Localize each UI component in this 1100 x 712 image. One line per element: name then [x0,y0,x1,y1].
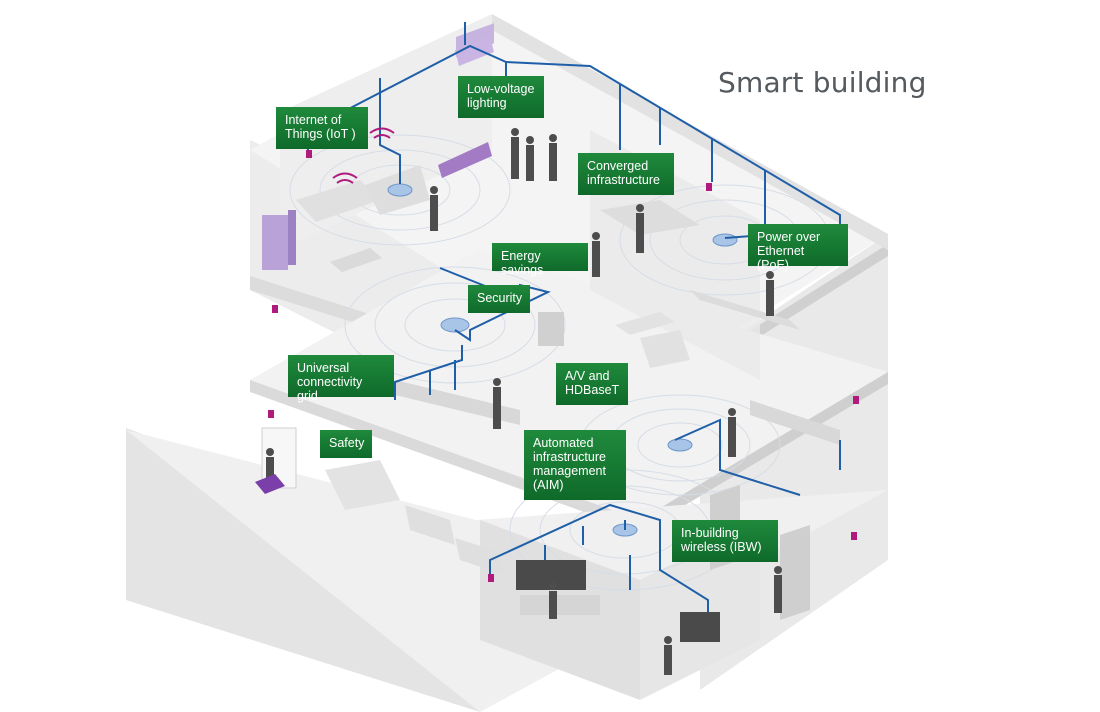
label-poe: Power over Ethernet (PoE) [748,224,848,272]
label-low-voltage-lighting: Low-voltage lighting [458,76,544,118]
label-security: Security [468,285,530,313]
label-safety: Safety [320,430,372,458]
label-iot: Internet of Things (IoT ) [276,107,368,149]
label-aim: Automated infrastructure management (AIM… [524,430,626,500]
label-ibw: In-building wireless (IBW) [672,520,778,562]
label-converged-infrastructure: Converged infrastructure [578,153,674,195]
label-universal-connectivity-grid: Universal connectivity grid [288,355,394,403]
label-av-hdbaset: A/V and HDBaseT [556,363,628,405]
wifi-icon [332,127,395,184]
iot-sensors [268,150,859,582]
exit-arrow-icon [255,474,285,494]
people [266,128,782,675]
label-energy-savings: Energy savings [492,243,588,277]
access-points [387,183,738,537]
page-title: Smart building [718,66,927,99]
building-shell [126,14,888,712]
